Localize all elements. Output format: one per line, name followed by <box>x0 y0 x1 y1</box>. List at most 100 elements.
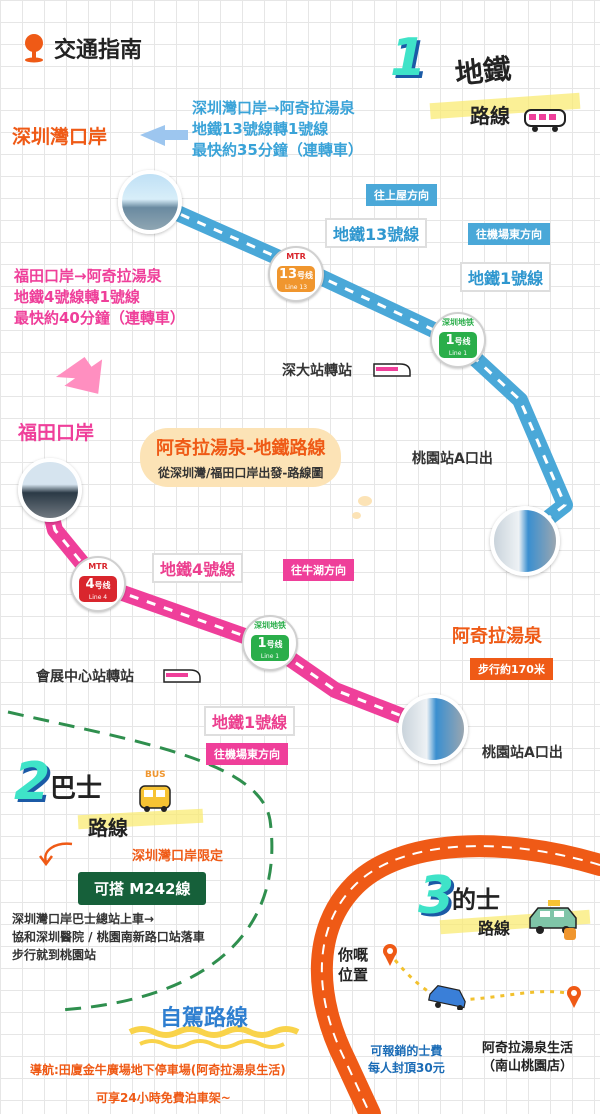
taxi-destination: 阿奇拉湯泉生活 （南山桃園店） <box>482 1040 573 1076</box>
bus-desc-line: 步行就到桃園站 <box>12 948 97 962</box>
line1-badge-shenda: 深圳地铁 1号线 Line 1 <box>430 312 486 368</box>
badge-box: 4号线 Line 4 <box>79 576 117 602</box>
map-pin-icon <box>383 944 397 966</box>
speech-dot <box>358 496 372 506</box>
line13-badge: MTR 13号线 Line 13 <box>268 246 324 302</box>
shenzhen-bay-desc: 深圳灣口岸→阿奇拉湯泉 地鐵13號線轉1號線 最快約35分鐘（連轉車） <box>192 98 363 161</box>
you-are-here-line: 位置 <box>338 966 369 984</box>
route1-title-line2: 路線 <box>470 104 510 128</box>
bus-tag: BUS <box>145 770 166 780</box>
badge-top: MTR <box>88 562 108 571</box>
badge-unit: 号线 <box>94 581 111 590</box>
route3-title-line1: 的士 <box>452 886 500 914</box>
route2-title-line2: 路線 <box>88 816 128 840</box>
badge-num: 4 <box>85 577 95 592</box>
badge-sub: Line 1 <box>260 653 280 660</box>
page-title: 交通指南 <box>54 38 143 63</box>
line1-badge-convention: 深圳地铁 1号线 Line 1 <box>242 615 298 671</box>
line1-label-pink: 地鐵1號線 <box>204 706 296 736</box>
speech-subtitle: 從深圳灣/福田口岸出發-路線圖 <box>158 466 324 480</box>
blue-metro-line <box>140 192 573 548</box>
line13-label: 地鐵13號線 <box>325 218 428 248</box>
badge-sub: Line 4 <box>88 594 108 601</box>
badge-num: 1 <box>257 636 267 651</box>
speech-dot <box>352 512 361 519</box>
taxi-destination-line: （南山桃園店） <box>482 1059 574 1074</box>
map-pin-icon <box>567 986 581 1008</box>
map-pin-icon <box>25 34 43 63</box>
reimburse-line: 可報銷的士費 <box>370 1044 443 1058</box>
shenzhen-bay-photo <box>118 170 182 234</box>
you-are-here: 你嘅 位置 <box>338 945 368 985</box>
blue-metro-line-dash <box>147 198 567 542</box>
badge-box: 1号线 Line 1 <box>439 332 477 358</box>
futian-desc: 福田口岸→阿奇拉湯泉 地鐵4號線轉1號線 最快約40分鐘（連轉車） <box>14 266 185 329</box>
route3-number: 3 <box>418 866 455 926</box>
taxi-dotted-path <box>393 959 576 1002</box>
route1-title-line1: 地鐵 <box>453 52 513 91</box>
train-icon <box>524 109 566 132</box>
line1-label-blue: 地鐵1號線 <box>460 262 552 292</box>
shenzhen-bay-name: 深圳灣口岸 <box>12 126 108 148</box>
taxi-destination-line: 阿奇拉湯泉生活 <box>482 1041 574 1056</box>
reimburse-line: 每人封頂30元 <box>368 1061 445 1075</box>
reimburse-note: 可報銷的士費 每人封頂30元 <box>368 1043 445 1077</box>
taoyuan-photo-pink <box>398 694 468 764</box>
direction-niuhu: 往牛湖方向 <box>283 559 354 581</box>
badge-top: 深圳地铁 <box>254 621 286 630</box>
car-icon <box>428 985 466 1010</box>
futian-desc-line: 福田口岸→阿奇拉湯泉 <box>14 267 162 285</box>
shenzhen-bay-desc-line: 地鐵13號線轉1號線 <box>192 120 329 138</box>
badge-top: 深圳地铁 <box>442 318 474 327</box>
line4-badge: MTR 4号线 Line 4 <box>70 556 126 612</box>
drive-parking: 可享24小時免費泊車架~ <box>96 1091 231 1105</box>
taxi-road-dash <box>320 845 600 1114</box>
route2-number: 2 <box>14 752 51 812</box>
bus-section-border <box>7 710 274 1012</box>
arrow-to-shenzhen-bay <box>140 125 165 146</box>
taoyuan-exit-pink: 桃園站A口出 <box>482 745 563 761</box>
destination-name: 阿奇拉湯泉 <box>452 626 542 647</box>
curved-arrow-icon <box>39 842 73 867</box>
line4-label: 地鐵4號線 <box>152 553 244 583</box>
badge-box: 1号线 Line 1 <box>251 635 289 661</box>
badge-sub: Line 1 <box>448 350 468 357</box>
badge-num: 1 <box>445 333 455 348</box>
route3-title-line2: 路線 <box>478 919 511 938</box>
shenda-transfer: 深大站轉站 <box>282 363 352 379</box>
futian-name: 福田口岸 <box>18 422 95 444</box>
convention-transfer: 會展中心站轉站 <box>36 669 134 685</box>
badge-unit: 号线 <box>454 337 471 346</box>
shenzhen-bay-desc-line: 深圳灣口岸→阿奇拉湯泉 <box>192 99 355 117</box>
direction-upper: 往上屋方向 <box>366 184 437 206</box>
bus-limit: 深圳灣口岸限定 <box>132 849 224 864</box>
badge-box: 13号线 Line 13 <box>277 266 315 292</box>
badge-top: MTR <box>286 252 306 261</box>
train-icon <box>163 669 201 683</box>
route1-number: 1 <box>390 28 427 88</box>
taoyuan-photo-blue <box>490 506 560 576</box>
bus-ribbon: 可搭 M242線 <box>78 872 207 905</box>
direction-airport-east-1: 往機場東方向 <box>468 223 550 245</box>
speech-bubble: 阿奇拉湯泉-地鐵路線 從深圳灣/福田口岸出發-路線圖 <box>140 428 342 487</box>
taoyuan-exit-blue: 桃園站A口出 <box>412 451 493 467</box>
bus-icon <box>139 785 171 812</box>
badge-unit: 号线 <box>266 640 283 649</box>
badge-num: 13 <box>278 267 298 282</box>
bus-desc: 深圳灣口岸巴士總站上車→ 協和深圳醫院 / 桃園南新路口站落車 步行就到桃園站 <box>12 910 205 964</box>
badge-unit: 号线 <box>297 271 314 280</box>
route2-title-line1: 巴士 <box>50 774 103 804</box>
pink-metro-line-dash <box>43 489 426 727</box>
shenzhen-bay-desc-line: 最快約35分鐘（連轉車） <box>192 141 363 159</box>
walk-distance: 步行約170米 <box>470 658 553 680</box>
direction-airport-east-2: 往機場東方向 <box>206 743 288 765</box>
drive-wave <box>128 1026 300 1038</box>
drive-navigation: 導航:田廈金牛廣場地下停車場(阿奇拉湯泉生活) <box>30 1063 286 1077</box>
bus-desc-line: 深圳灣口岸巴士總站上車→ <box>12 912 155 926</box>
train-icon <box>373 363 411 377</box>
futian-photo <box>18 458 82 522</box>
taxi-icon <box>529 900 577 940</box>
badge-sub: Line 13 <box>284 284 308 291</box>
futian-desc-line: 地鐵4號線轉1號線 <box>14 288 140 306</box>
speech-title: 阿奇拉湯泉-地鐵路線 <box>156 438 326 459</box>
